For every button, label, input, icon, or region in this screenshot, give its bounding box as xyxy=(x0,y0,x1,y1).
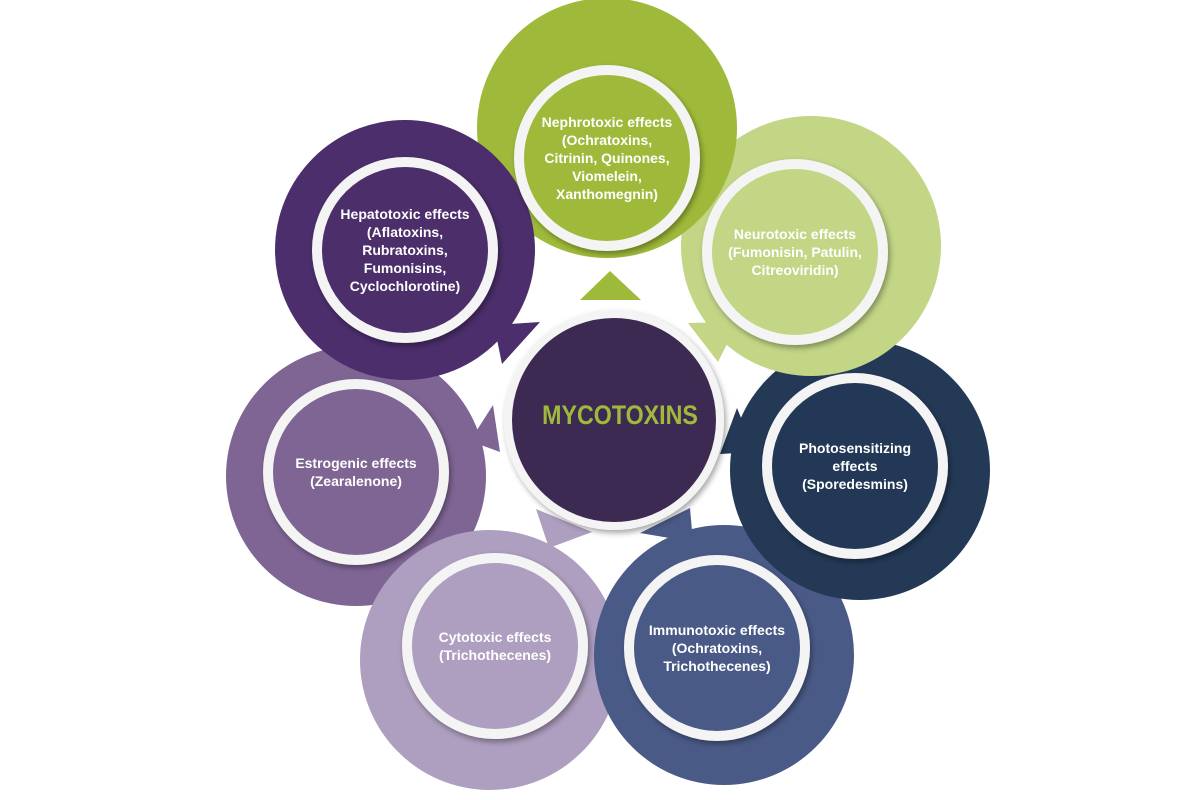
pointer-nephrotoxic xyxy=(580,271,641,300)
pointer-photosensitizing xyxy=(720,408,755,454)
label-hepatotoxic-text: Hepatotoxic effects (Aflatoxins, Rubrato… xyxy=(340,206,470,294)
pointer-neurotoxic xyxy=(688,322,738,362)
center-circle xyxy=(504,310,724,530)
pointer-estrogenic xyxy=(470,405,500,452)
inner-photosensitizing xyxy=(762,373,948,559)
label-photosensitizing: Photosensitizing effects (Sporedesmins) xyxy=(785,396,925,536)
label-neurotoxic: Neurotoxic effects (Fumonisin, Patulin, … xyxy=(720,177,870,327)
pointer-cytotoxic xyxy=(536,509,592,548)
inner-nephrotoxic xyxy=(514,65,700,251)
inner-neurotoxic xyxy=(702,159,888,345)
label-neurotoxic-text: Neurotoxic effects (Fumonisin, Patulin, … xyxy=(728,226,862,278)
inner-cytotoxic xyxy=(402,553,588,739)
label-estrogenic-text: Estrogenic effects (Zearalenone) xyxy=(295,455,417,489)
label-nephrotoxic-text: Nephrotoxic effects (Ochratoxins, Citrin… xyxy=(541,114,673,202)
label-hepatotoxic: Hepatotoxic effects (Aflatoxins, Rubrato… xyxy=(330,175,480,325)
label-estrogenic: Estrogenic effects (Zearalenone) xyxy=(286,402,426,542)
pointer-hepatotoxic xyxy=(494,322,540,364)
inner-hepatotoxic xyxy=(312,157,498,343)
label-photosensitizing-text: Photosensitizing effects (Sporedesmins) xyxy=(799,440,911,492)
label-immunotoxic: Immunotoxic effects (Ochratoxins, Tricho… xyxy=(642,573,792,723)
pointer-immunotoxic xyxy=(640,508,693,542)
inner-immunotoxic xyxy=(624,555,810,741)
label-cytotoxic: Cytotoxic effects (Trichothecenes) xyxy=(430,581,560,711)
label-cytotoxic-text: Cytotoxic effects (Trichothecenes) xyxy=(438,629,552,663)
label-nephrotoxic: Nephrotoxic effects (Ochratoxins, Citrin… xyxy=(532,83,682,233)
inner-estrogenic xyxy=(263,379,449,565)
center-title: MYCOTOXINS xyxy=(542,399,698,430)
label-immunotoxic-text: Immunotoxic effects (Ochratoxins, Tricho… xyxy=(648,622,786,674)
